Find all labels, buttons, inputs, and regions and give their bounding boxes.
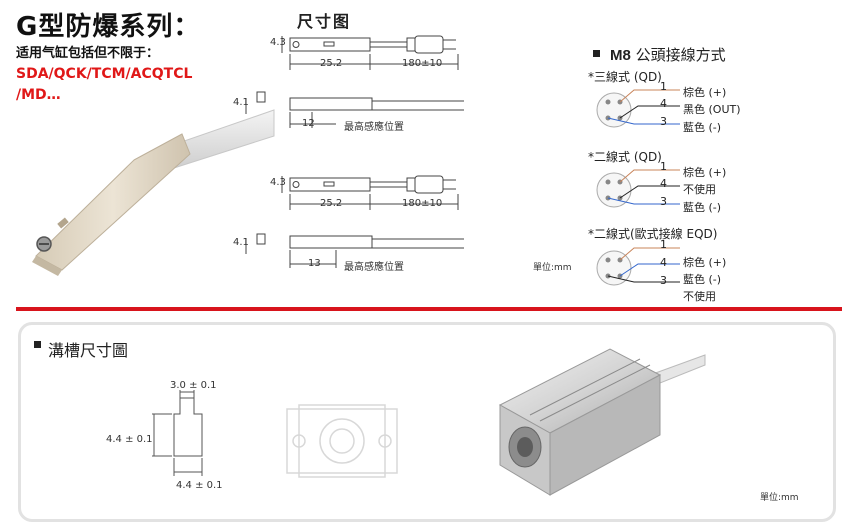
top-sensor-drawing	[245, 35, 464, 128]
g3-desc-1: 棕色 (+)	[683, 256, 727, 269]
top-cable-label: 180±10	[402, 58, 443, 69]
product-title: G型防爆系列：	[16, 12, 201, 42]
bottom-cable-label: 180±10	[402, 198, 443, 209]
g1-desc-1: 棕色 (+)	[683, 86, 727, 99]
product-subtitle: 适用气缸包括但不限于：	[16, 46, 160, 61]
m8-title-suffix: 公頭接線方式	[635, 46, 726, 64]
bottom-sensor-drawing	[245, 175, 464, 268]
connector-1-diagram	[596, 89, 680, 128]
m8-title-prefix: M8	[610, 47, 631, 64]
slot-profile-drawing	[152, 390, 203, 476]
m8-title: M8 公頭接線方式	[610, 44, 726, 65]
bottom-height-label: 4.3	[270, 177, 286, 188]
models-line-1: SDA/QCK/TCM/ACQTCL	[16, 66, 193, 82]
g3-desc-2: 藍色 (-)	[683, 273, 722, 286]
wiring-group-1-label: *三線式 (QD)	[588, 70, 662, 84]
models-line-2: /MD…	[16, 87, 61, 103]
top-side-height-label: 4.1	[233, 97, 249, 108]
dimension-unit: 單位:mm	[533, 263, 572, 273]
top-length-label: 25.2	[320, 58, 343, 69]
g2-desc-1: 棕色 (+)	[683, 166, 727, 179]
bottom-sensing-label: 最高感應位置	[344, 262, 404, 273]
g2-pin-2: 4	[660, 177, 667, 190]
slot-unit: 單位:mm	[760, 493, 799, 503]
compatible-models: SDA/QCK/TCM/ACQTCL /MD…	[16, 64, 192, 106]
connector-3-diagram	[596, 247, 680, 286]
cylinder-product-image	[498, 348, 706, 496]
section-divider	[16, 307, 842, 311]
top-height-label: 4.3	[270, 37, 286, 48]
top-sensing-offset: 12	[302, 118, 315, 129]
g3-pin-1: 1	[660, 238, 667, 251]
g1-pin-3: 3	[660, 115, 667, 128]
m8-bullet	[593, 50, 600, 57]
top-sensing-label: 最高感應位置	[344, 122, 404, 133]
bottom-side-height-label: 4.1	[233, 237, 249, 248]
slot-title: 溝槽尺寸圖	[48, 341, 129, 360]
g1-pin-2: 4	[660, 97, 667, 110]
wiring-group-2-label: *二線式 (QD)	[588, 150, 662, 164]
bottom-length-label: 25.2	[320, 198, 343, 209]
slot-height: 4.4 ± 0.1	[106, 434, 153, 445]
slot-bottom-width: 4.4 ± 0.1	[176, 480, 223, 491]
wiring-group-3-label: *二線式(歐式接線 EQD)	[588, 227, 718, 241]
slot-top-width: 3.0 ± 0.1	[170, 380, 217, 391]
g1-desc-2: 黑色 (OUT)	[683, 103, 741, 116]
bottom-sensing-offset: 13	[308, 258, 321, 269]
g1-pin-1: 1	[660, 80, 667, 93]
g3-pin-3: 3	[660, 274, 667, 287]
dimension-title: 尺寸图	[297, 12, 352, 31]
slot-bullet	[34, 341, 41, 348]
cylinder-end-outline	[286, 404, 398, 478]
sensor-product-image	[32, 109, 275, 276]
g2-pin-1: 1	[660, 160, 667, 173]
g2-desc-3: 藍色 (-)	[683, 201, 722, 214]
g2-pin-3: 3	[660, 195, 667, 208]
g3-desc-3: 不使用	[683, 290, 716, 303]
connector-2-diagram	[596, 169, 680, 208]
g1-desc-3: 藍色 (-)	[683, 121, 722, 134]
g2-desc-2: 不使用	[683, 183, 716, 196]
g3-pin-2: 4	[660, 256, 667, 269]
